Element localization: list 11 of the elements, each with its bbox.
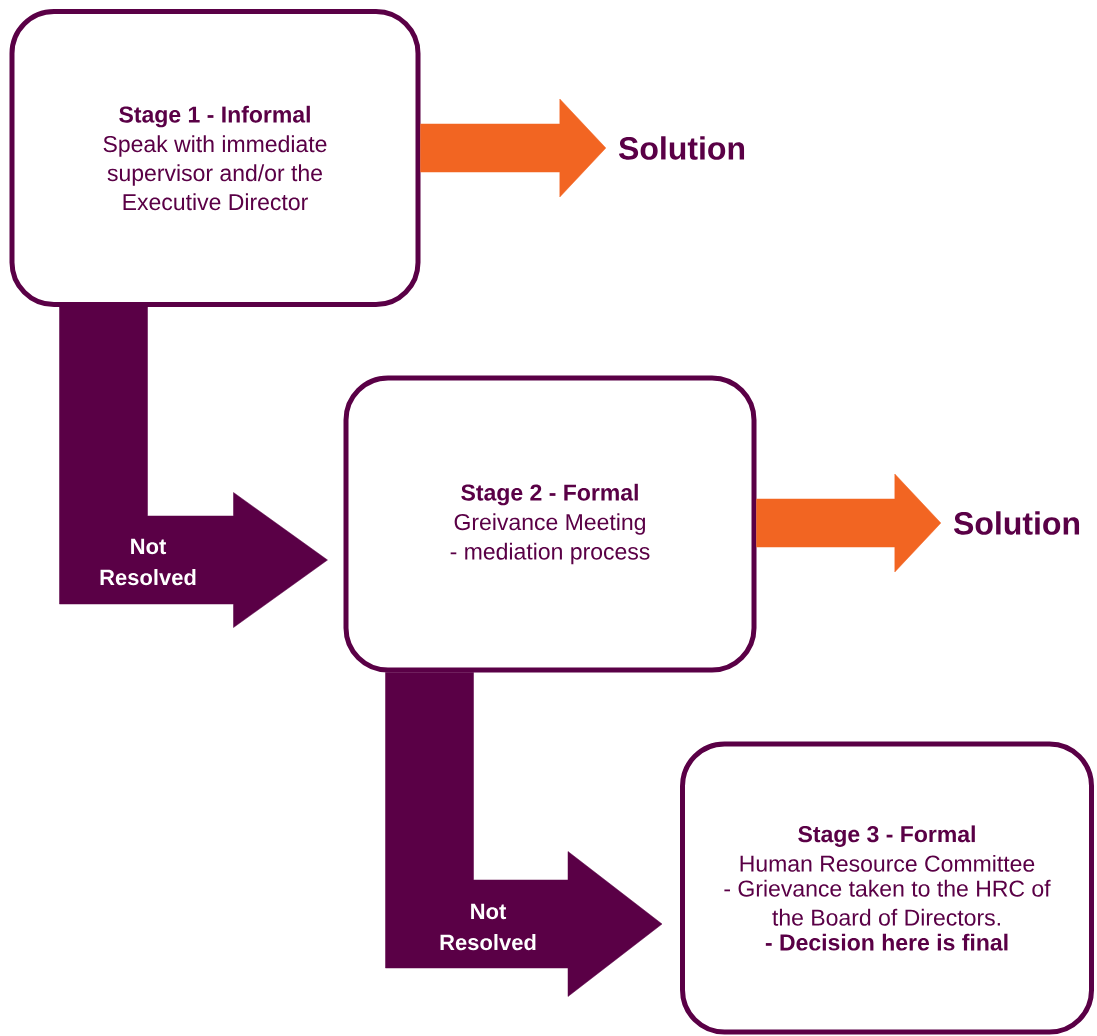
stage-box: Stage 1 - Informal Speak with immediate supervisor and/or the Executive Director — [9, 9, 421, 307]
block-arrow — [385, 672, 663, 997]
block-arrow — [420, 98, 607, 198]
stage-box: Stage 3 - Formal Human Resource Committee - Grievance taken to the HRC of the Board of Directors. - Decision here is final — [680, 741, 1094, 1035]
outcome-text: Solution — [618, 136, 745, 160]
block-arrow — [756, 473, 942, 573]
edge-label: Not Resolved — [440, 903, 536, 951]
stage-box: Stage 2 - Formal Greivance Meeting - mediation process — [343, 375, 757, 673]
outcome-text: Solution — [953, 511, 1080, 535]
edge-label: Not Resolved — [100, 538, 196, 586]
block-arrow — [59, 306, 328, 628]
